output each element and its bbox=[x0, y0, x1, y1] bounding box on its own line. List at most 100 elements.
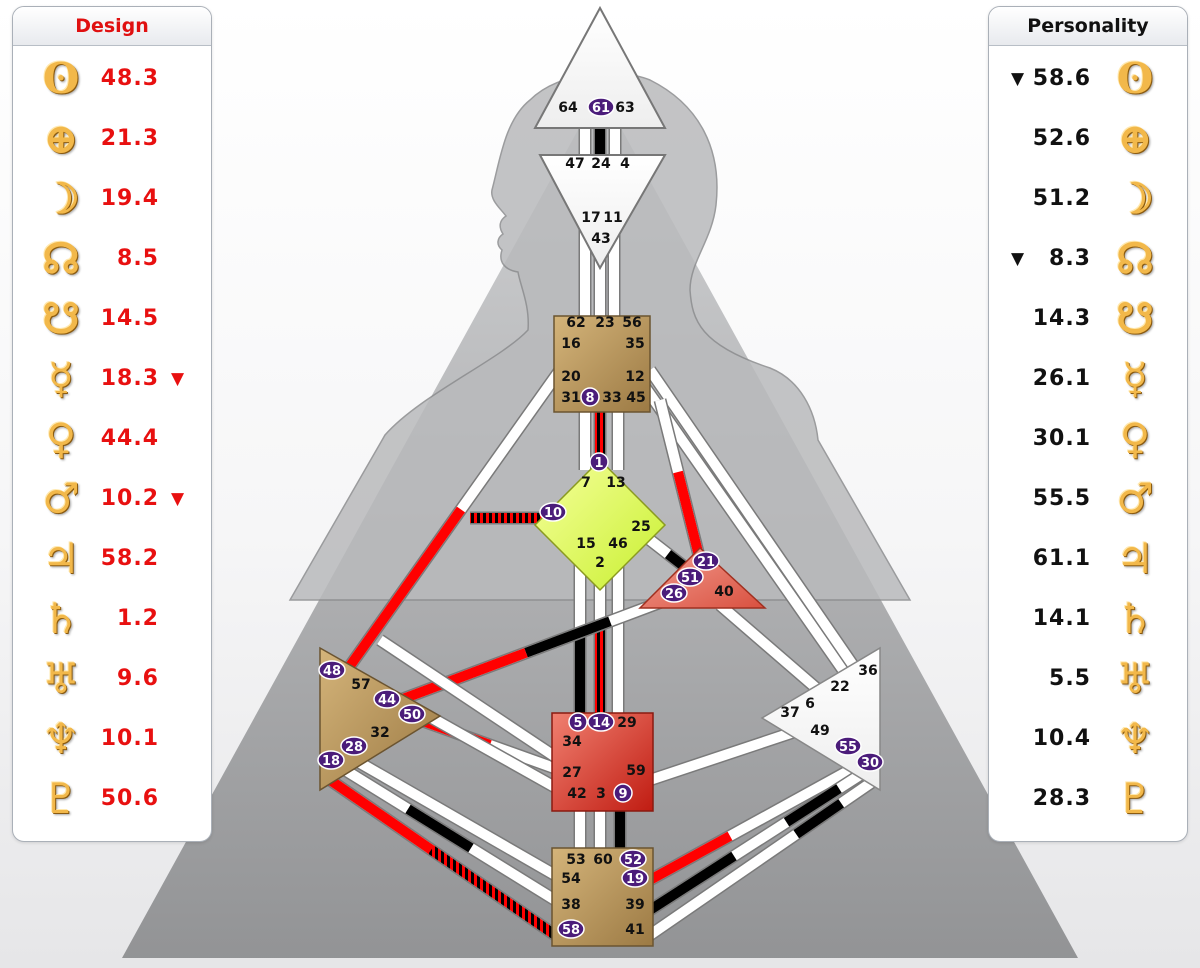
gate-number: 9 bbox=[618, 787, 627, 802]
planet-value: 61.1 bbox=[1032, 546, 1091, 571]
gate-number: 24 bbox=[591, 156, 611, 172]
uranus-icon: ♅ bbox=[42, 654, 80, 703]
gate-number: 41 bbox=[625, 922, 644, 938]
gate-number: 52 bbox=[624, 853, 642, 868]
pluto-icon: ♇ bbox=[1116, 774, 1154, 823]
planet-value: 28.3 bbox=[1032, 786, 1091, 811]
gate-number: 11 bbox=[603, 210, 622, 226]
planet-value: 14.1 bbox=[1032, 606, 1091, 631]
gate-number: 47 bbox=[565, 156, 584, 172]
gate-number: 64 bbox=[558, 100, 578, 116]
gate-number: 30 bbox=[861, 756, 879, 771]
personality-row: ♆ 10.4 bbox=[989, 711, 1187, 767]
gate-number: 2 bbox=[595, 555, 605, 571]
active-gate-badge bbox=[621, 868, 649, 888]
design-row: ♅ 9.6 bbox=[13, 651, 211, 707]
gate-number: 35 bbox=[625, 336, 644, 352]
active-gate-badge bbox=[318, 660, 346, 680]
channel bbox=[351, 754, 559, 881]
personality-row: ☋14.3 bbox=[989, 291, 1187, 347]
gate-number: 45 bbox=[626, 390, 645, 406]
planet-value: 10.4 bbox=[1032, 726, 1091, 751]
active-gate-badge bbox=[340, 736, 368, 756]
channel bbox=[634, 376, 856, 684]
mercury-icon: ☿ bbox=[1122, 354, 1148, 403]
active-gate-badge bbox=[613, 783, 633, 803]
gate-number: 61 bbox=[592, 101, 610, 116]
planet-value: 1.2 bbox=[117, 606, 159, 631]
planet-value: 55.5 bbox=[1032, 486, 1091, 511]
gate-number: 53 bbox=[566, 852, 585, 868]
active-gate-badge bbox=[398, 704, 426, 724]
channel bbox=[646, 774, 879, 941]
active-gate-badge bbox=[580, 387, 600, 407]
design-row: ♀44.4 bbox=[13, 411, 211, 467]
active-gate-badge bbox=[587, 712, 615, 732]
design-row: ☿18.3▼ bbox=[13, 351, 211, 407]
jupiter-icon: ♃ bbox=[1116, 534, 1154, 583]
planet-value: 9.6 bbox=[117, 666, 159, 691]
moon-icon: ☽ bbox=[1116, 174, 1154, 223]
personality-row: ☊8.3▼ bbox=[989, 231, 1187, 287]
gate-number: 7 bbox=[581, 475, 591, 491]
gate-number: 50 bbox=[403, 708, 421, 723]
channel bbox=[646, 769, 864, 916]
down-arrow-icon: ▼ bbox=[1011, 249, 1025, 269]
gate-number: 29 bbox=[617, 715, 636, 731]
neptune-icon: ♆ bbox=[42, 714, 80, 763]
gate-number: 32 bbox=[370, 725, 389, 741]
planet-value: 8.5 bbox=[117, 246, 159, 271]
gate-number: 17 bbox=[581, 210, 600, 226]
gate-number: 49 bbox=[810, 723, 829, 739]
channel bbox=[715, 600, 835, 705]
planet-value: 30.1 bbox=[1032, 426, 1091, 451]
planet-value: 8.3 bbox=[1049, 246, 1091, 271]
gate-number: 39 bbox=[625, 897, 644, 913]
earth-icon: ⊕ bbox=[1117, 114, 1153, 163]
planet-value: 50.6 bbox=[100, 786, 159, 811]
down-arrow-icon: ▼ bbox=[171, 489, 185, 509]
personality-row: ♄ 14.1 bbox=[989, 591, 1187, 647]
gate-number: 63 bbox=[615, 100, 634, 116]
gate-number: 55 bbox=[839, 740, 857, 755]
mars-icon: ♂ bbox=[1116, 474, 1154, 523]
active-gate-badge bbox=[619, 849, 647, 869]
gate-number: 59 bbox=[626, 763, 645, 779]
design-row: ♃58.2 bbox=[13, 531, 211, 587]
planet-value: 48.3 bbox=[100, 66, 159, 91]
gate-number: 26 bbox=[665, 587, 683, 602]
gate-number: 33 bbox=[602, 390, 621, 406]
planet-value: 18.3 bbox=[100, 366, 159, 391]
gate-number: 8 bbox=[585, 391, 594, 406]
channel bbox=[376, 634, 564, 766]
personality-row: ⊕52.6 bbox=[989, 111, 1187, 167]
personality-row: ☽51.2 bbox=[989, 171, 1187, 227]
channel bbox=[647, 723, 803, 787]
gate-number: 19 bbox=[626, 872, 644, 887]
design-row: ☽19.4 bbox=[13, 171, 211, 227]
saturn-icon: ♄ bbox=[1116, 594, 1154, 643]
personality-row: ♇ 28.3 bbox=[989, 771, 1187, 827]
sun-icon: ʘ bbox=[1116, 54, 1154, 103]
gate-number: 3 bbox=[596, 786, 606, 802]
design-row: ☋14.5 bbox=[13, 291, 211, 347]
gate-number: 22 bbox=[830, 679, 849, 695]
neptune-icon: ♆ bbox=[1116, 714, 1154, 763]
gate-number: 43 bbox=[591, 231, 610, 247]
gate-number: 46 bbox=[608, 536, 627, 552]
active-gate-badge bbox=[568, 712, 588, 732]
gate-number: 38 bbox=[561, 897, 580, 913]
gate-number: 23 bbox=[595, 315, 614, 331]
gate-number: 57 bbox=[351, 677, 370, 693]
planet-value: 21.3 bbox=[100, 126, 159, 151]
head-center bbox=[533, 5, 667, 129]
channel bbox=[326, 774, 559, 941]
active-gate-badge bbox=[834, 736, 862, 756]
ajna-center bbox=[538, 154, 667, 271]
active-gate-badge bbox=[589, 452, 609, 472]
